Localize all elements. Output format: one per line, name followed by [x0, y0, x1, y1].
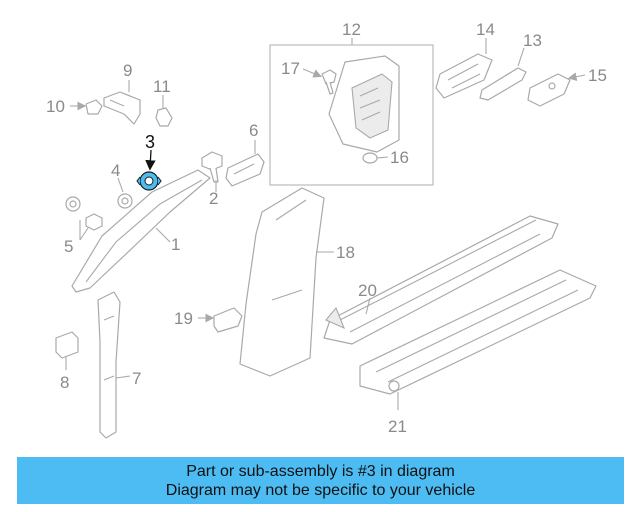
callout-line-13	[517, 47, 525, 67]
callout-14: 14	[476, 20, 495, 39]
clip-part-4	[117, 193, 133, 209]
cover-part-6	[225, 153, 265, 187]
callout-5: 5	[64, 237, 73, 256]
info-banner: Part or sub-assembly is #3 in diagram Di…	[17, 457, 624, 504]
callout-19: 19	[174, 309, 193, 328]
b-pillar-trim-part-18	[239, 187, 325, 377]
bracket-part-15	[527, 73, 571, 107]
callout-line-4	[117, 177, 124, 193]
callout-4: 4	[111, 161, 120, 180]
screw-part-2	[201, 151, 223, 183]
clip-part-5a	[65, 196, 81, 212]
callout-18: 18	[336, 243, 355, 262]
bracket-part-13	[479, 67, 527, 101]
callout-10: 10	[46, 97, 65, 116]
callout-13: 13	[523, 31, 542, 50]
callout-6: 6	[249, 121, 258, 140]
clip-part-19	[213, 307, 243, 333]
sill-bracket-part-21	[359, 269, 597, 395]
screw-part-17	[321, 69, 337, 95]
callout-20: 20	[358, 281, 377, 300]
callout-15: 15	[588, 66, 607, 85]
clip-part-11	[155, 107, 173, 127]
callout-line-5	[79, 220, 89, 241]
callout-line-17	[302, 68, 323, 78]
callout-line-15	[567, 72, 586, 82]
callout-line-20	[365, 297, 371, 315]
callout-line-1	[155, 227, 171, 243]
callout-1: 1	[171, 235, 180, 254]
callout-16: 16	[390, 148, 409, 167]
banner-line-disclaimer: Diagram may not be specific to your vehi…	[165, 481, 476, 499]
callout-7: 7	[132, 369, 141, 388]
callout-3[interactable]: 3	[145, 132, 155, 152]
pillar-trim-part-7	[97, 291, 121, 439]
highlighted-clip-part-3	[136, 171, 162, 191]
screw-part-10	[85, 99, 103, 115]
a-pillar-trim-part-1	[71, 169, 211, 293]
bracket-part-9	[103, 91, 141, 125]
parts-diagram: 1 2 3 4 5 6 7 8 9 10 11 12 13 14 15 16 1…	[46, 20, 607, 439]
callout-line-7	[115, 375, 131, 379]
bracket-part-14	[435, 53, 493, 99]
callout-line-3	[145, 149, 156, 171]
banner-line-part-number: Part or sub-assembly is #3 in diagram	[186, 462, 455, 480]
callout-8: 8	[60, 373, 69, 392]
callout-9: 9	[123, 61, 132, 80]
callout-12: 12	[342, 20, 361, 39]
clip-part-8	[55, 331, 79, 359]
callout-17: 17	[281, 59, 300, 78]
callout-2: 2	[209, 189, 218, 208]
trim-panel-part-12	[328, 55, 400, 153]
callout-21: 21	[388, 417, 407, 436]
sill-plate-part-20	[323, 215, 559, 345]
callout-11: 11	[153, 77, 171, 96]
clip-part-16	[362, 152, 389, 164]
clip-part-5b	[85, 213, 103, 231]
